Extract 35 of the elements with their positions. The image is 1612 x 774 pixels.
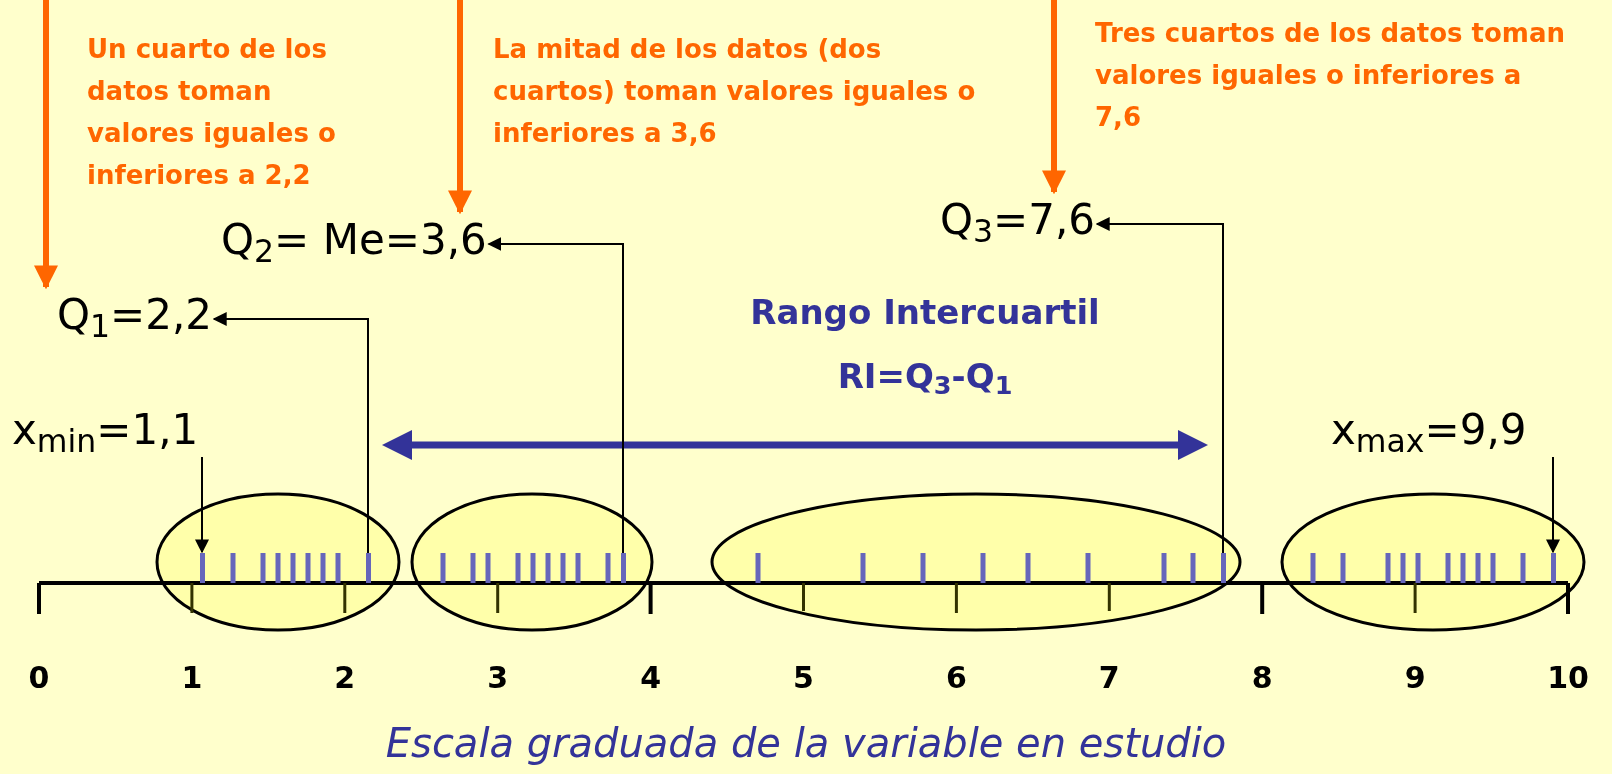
axis-caption: Escala graduada de la variable en estudio — [384, 719, 1228, 768]
data-tick — [1220, 553, 1226, 583]
data-tick — [199, 553, 205, 583]
axis-number: 0 — [27, 660, 51, 696]
axis-number: 6 — [944, 660, 968, 696]
annotation-text: La mitad de los datos (dos cuartos) toman valores iguales o inferiores a 3,6 — [493, 28, 993, 154]
leader-arrow — [212, 312, 369, 554]
pointer-arrow — [448, 0, 472, 215]
leader-arrow — [487, 237, 624, 554]
quantile-label: Q$_{2}$= Me=3,6 — [221, 215, 487, 265]
annotation-text: Un cuarto de los datos toman valores iguales o inferiores a 2,2 — [87, 28, 387, 196]
leader-arrow — [195, 456, 209, 554]
axis-number: 9 — [1403, 660, 1427, 696]
data-tick — [620, 553, 626, 583]
axis-number: 1 — [180, 660, 204, 696]
quantile-label: x$_{max}$=9,9 — [1331, 405, 1527, 455]
leader-arrow — [1095, 217, 1224, 554]
axis-number: 7 — [1097, 660, 1121, 696]
axis-number: 10 — [1546, 660, 1590, 696]
range-formula: RI=Q$_{3}$-Q$_{1}$ — [836, 355, 1014, 398]
data-tick — [1550, 553, 1556, 583]
quantile-label: Q$_{1}$=2,2 — [57, 290, 213, 340]
quantile-label: x$_{min}$=1,1 — [12, 405, 199, 455]
leader-arrow — [1546, 456, 1560, 554]
axis-number: 5 — [792, 660, 815, 696]
axis-number: 8 — [1250, 660, 1274, 696]
axis-number: 2 — [333, 660, 357, 696]
annotation-text: Tres cuartos de los datos toman valores iguales o inferiores a 7,6 — [1095, 12, 1575, 138]
data-tick — [365, 553, 371, 583]
axis-number: 3 — [486, 660, 510, 696]
pointer-arrow — [1042, 0, 1066, 195]
pointer-arrow — [34, 0, 58, 290]
range-title: Rango Intercuartil — [749, 291, 1101, 334]
quantile-label: Q$_{3}$=7,6 — [940, 195, 1096, 245]
axis-number: 4 — [639, 660, 663, 696]
